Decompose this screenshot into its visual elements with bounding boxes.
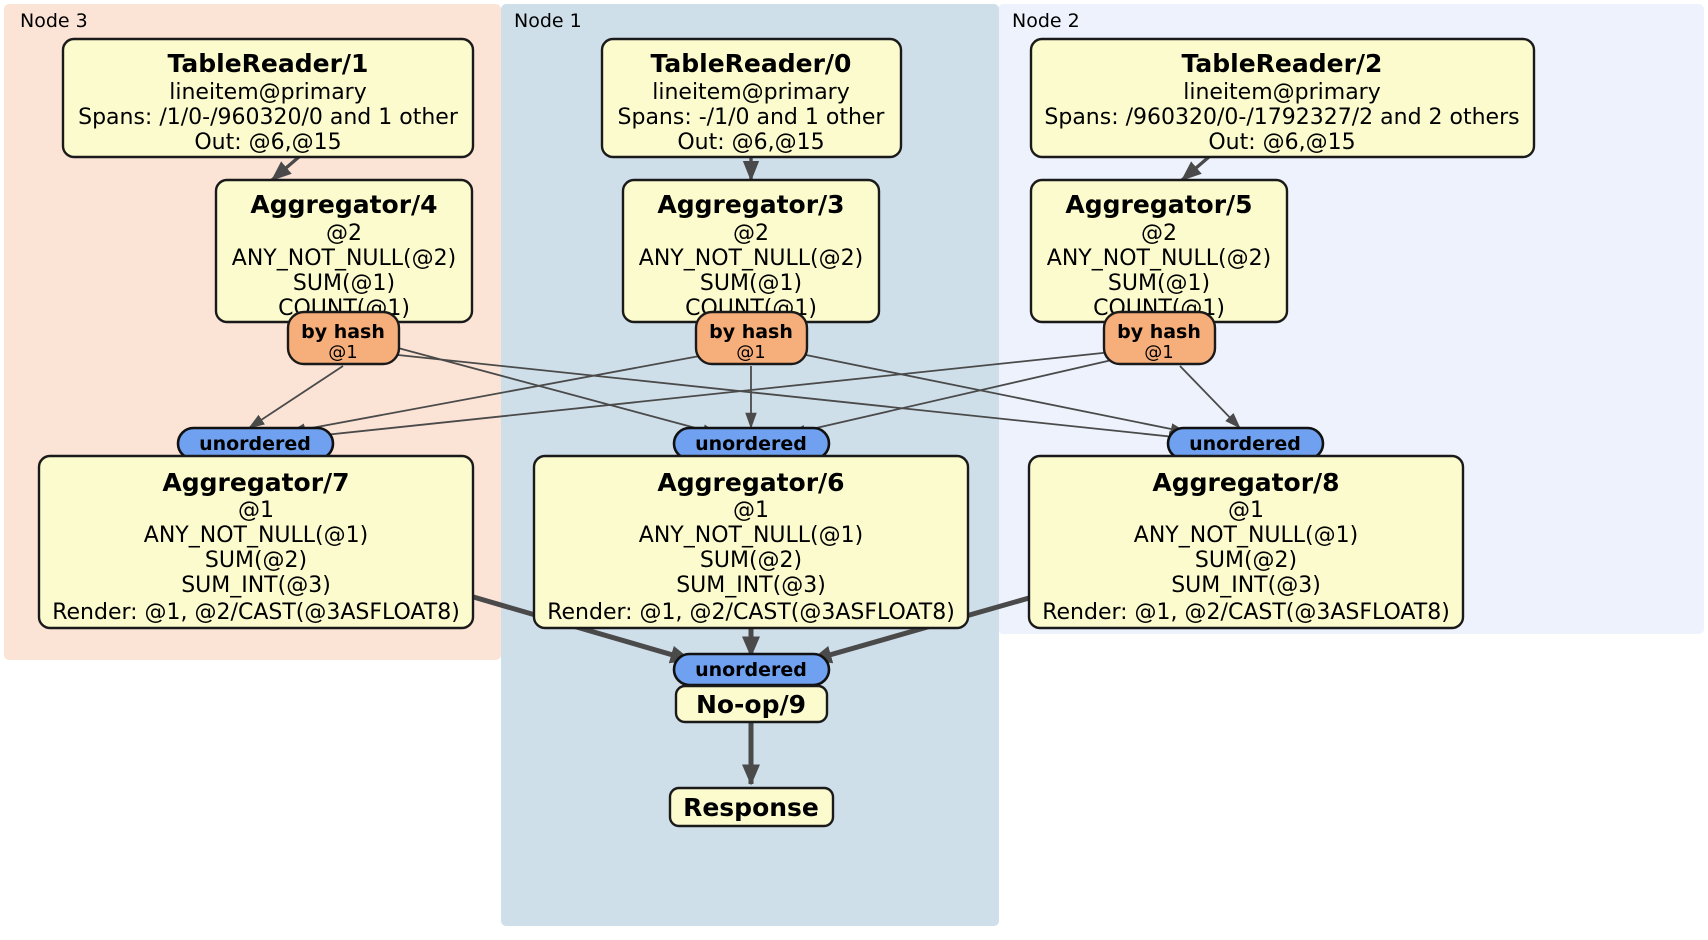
tablereader-0-line-1: Spans: -/1/0 and 1 other [618,105,886,130]
aggregator-7-line-2: SUM(@2) [205,548,307,573]
processor-noop-9[interactable]: No-op/9 [674,684,829,724]
tablereader-2-line-1: Spans: /960320/0-/1792327/2 and 2 others [1044,105,1519,130]
router-by-hash-right[interactable]: by hash @1 [1102,310,1217,366]
aggregator-8-line-2: SUM(@2) [1195,548,1297,573]
router-by-hash-center[interactable]: by hash @1 [694,310,809,366]
processor-aggregator-8[interactable]: Aggregator/8 @1 ANY_NOT_NULL(@1) SUM(@2)… [1027,454,1465,630]
router-unordered-right[interactable]: unordered [1166,426,1325,461]
tablereader-1-line-2: Out: @6,@15 [194,130,341,155]
aggregator-6-line-3: SUM_INT(@3) [676,573,826,598]
router-unordered-left[interactable]: unordered [176,426,335,461]
tablereader-0-line-2: Out: @6,@15 [677,130,824,155]
aggregator-6-title: Aggregator/6 [657,468,844,497]
processor-aggregator-4[interactable]: Aggregator/4 @2 ANY_NOT_NULL(@2) SUM(@1)… [214,178,474,324]
tablereader-1-line-0: lineitem@primary [169,80,367,105]
processor-aggregator-7[interactable]: Aggregator/7 @1 ANY_NOT_NULL(@1) SUM(@2)… [37,454,475,630]
router-by-hash-left[interactable]: by hash @1 [286,310,401,366]
aggregator-7-line-3: SUM_INT(@3) [181,573,331,598]
aggregator-6-line-2: SUM(@2) [700,548,802,573]
by-hash-center-label: by hash [709,321,793,343]
panel-node3-label: Node 3 [20,10,88,32]
tablereader-2-title: TableReader/2 [1182,49,1383,78]
edge-hash-left-to-unordered-center [397,347,719,436]
aggregator-6-line-1: ANY_NOT_NULL(@1) [639,523,863,548]
aggregator-6-line-4: Render: @1, @2/CAST(@3ASFLOAT8) [547,600,955,625]
aggregator-5-title: Aggregator/5 [1065,190,1252,219]
edge-tablereader1-to-aggregator4 [270,154,302,182]
processor-aggregator-3[interactable]: Aggregator/3 @2 ANY_NOT_NULL(@2) SUM(@1)… [621,178,881,324]
aggregator-7-line-0: @1 [238,498,274,523]
aggregator-8-line-1: ANY_NOT_NULL(@1) [1134,523,1358,548]
aggregator-7-title: Aggregator/7 [162,468,349,497]
edge-hash-center-to-unordered-right [805,354,1187,435]
tablereader-0-title: TableReader/0 [651,49,852,78]
panel-node2-label: Node 2 [1012,10,1080,32]
processor-tablereader-2[interactable]: TableReader/2 lineitem@primary Spans: /9… [1029,37,1536,159]
by-hash-left-label: by hash [301,321,385,343]
processor-response[interactable]: Response [668,786,835,828]
processor-tablereader-0[interactable]: TableReader/0 lineitem@primary Spans: -/… [600,37,903,159]
edge-hash-right-to-unordered-center [789,359,1113,437]
aggregator-7-line-1: ANY_NOT_NULL(@1) [144,523,368,548]
processor-aggregator-6[interactable]: Aggregator/6 @1 ANY_NOT_NULL(@1) SUM(@2)… [532,454,970,630]
tablereader-1-line-1: Spans: /1/0-/960320/0 and 1 other [78,105,459,130]
edge-hash-center-to-unordered-left [289,354,706,435]
router-unordered-final[interactable]: unordered [672,652,831,687]
processor-aggregator-5[interactable]: Aggregator/5 @2 ANY_NOT_NULL(@2) SUM(@1)… [1029,178,1289,324]
tablereader-1-title: TableReader/1 [168,49,369,78]
router-unordered-center[interactable]: unordered [672,426,831,461]
by-hash-left-sub: @1 [328,342,357,363]
unordered-left-label: unordered [199,433,311,455]
by-hash-center-sub: @1 [736,342,765,363]
aggregator-3-title: Aggregator/3 [657,190,844,219]
by-hash-right-label: by hash [1117,321,1201,343]
aggregator-5-line-1: ANY_NOT_NULL(@2) [1047,246,1271,271]
unordered-center-label: unordered [695,433,807,455]
edge-tablereader2-to-aggregator5 [1180,154,1212,182]
aggregator-8-line-3: SUM_INT(@3) [1171,573,1321,598]
aggregator-8-line-0: @1 [1228,498,1264,523]
unordered-final-label: unordered [695,659,807,681]
aggregator-6-line-0: @1 [733,498,769,523]
tablereader-2-line-0: lineitem@primary [1183,80,1381,105]
aggregator-3-line-2: SUM(@1) [700,271,802,296]
noop-9-title: No-op/9 [696,690,806,719]
by-hash-right-sub: @1 [1144,342,1173,363]
aggregator-4-line-2: SUM(@1) [293,271,395,296]
edge-hash-left-to-unordered-right [397,354,1185,443]
aggregator-4-line-1: ANY_NOT_NULL(@2) [232,246,456,271]
unordered-right-label: unordered [1189,433,1301,455]
tablereader-0-line-0: lineitem@primary [652,80,850,105]
aggregator-7-line-4: Render: @1, @2/CAST(@3ASFLOAT8) [52,600,460,625]
tablereader-2-line-2: Out: @6,@15 [1208,130,1355,155]
edge-hash-left-to-unordered-left [248,365,344,429]
edge-hash-right-to-unordered-left [295,351,1113,443]
processor-tablereader-1[interactable]: TableReader/1 lineitem@primary Spans: /1… [61,37,475,159]
panel-node1-label: Node 1 [514,10,582,32]
aggregator-3-line-1: ANY_NOT_NULL(@2) [639,246,863,271]
aggregator-5-line-0: @2 [1141,221,1177,246]
aggregator-4-title: Aggregator/4 [250,190,437,219]
aggregator-8-line-4: Render: @1, @2/CAST(@3ASFLOAT8) [1042,600,1450,625]
response-title: Response [683,793,819,822]
aggregator-8-title: Aggregator/8 [1152,468,1339,497]
aggregator-3-line-0: @2 [733,221,769,246]
aggregator-4-line-0: @2 [326,221,362,246]
edge-hash-right-to-unordered-right [1179,365,1241,429]
aggregator-5-line-2: SUM(@1) [1108,271,1210,296]
